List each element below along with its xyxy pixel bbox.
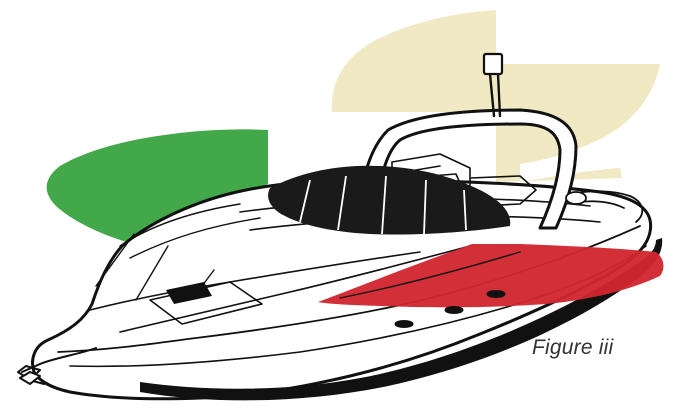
- porthole-2: [487, 291, 505, 298]
- figure-caption: Figure iii: [532, 336, 613, 360]
- porthole-3: [395, 321, 413, 328]
- masthead-light: [484, 54, 502, 74]
- porthole-1: [445, 307, 463, 314]
- stern-light: [566, 192, 586, 204]
- masthead-sector-upper: [332, 10, 496, 112]
